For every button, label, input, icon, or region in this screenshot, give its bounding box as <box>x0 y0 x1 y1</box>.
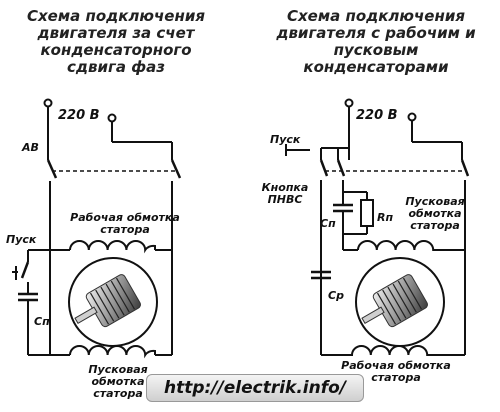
right-start-cap-label: Сп <box>320 217 336 230</box>
right-start-winding-label: Пусковая обмотка статора <box>405 195 465 232</box>
right-start-label: Пуск <box>270 133 301 146</box>
right-diagram <box>285 98 470 356</box>
right-voltage-label: 220 В <box>356 108 398 123</box>
left-start-winding-label: Пусковая обмотка статора <box>88 363 148 400</box>
breaker-switch <box>46 142 182 186</box>
right-title: Схема подключения двигателя с рабочим и … <box>276 7 476 76</box>
left-diagram <box>12 98 182 359</box>
resistor-label: Rп <box>377 211 394 224</box>
site-url-banner[interactable]: http://electrik.info/ <box>146 374 364 402</box>
start-button-right <box>285 144 349 192</box>
work-capacitor-right <box>311 250 331 280</box>
start-button-left <box>12 249 50 294</box>
work-winding-coil-right <box>321 345 465 356</box>
start-winding-coil-left <box>69 345 156 359</box>
left-cap-label: Сп <box>34 315 50 328</box>
motor-left <box>68 257 158 347</box>
motor-right <box>355 257 445 347</box>
left-voltage-label: 220 В <box>58 108 100 123</box>
left-work-winding-label: Рабочая обмотка статора <box>70 211 180 236</box>
start-capacitor-left <box>18 292 50 356</box>
left-start-label: Пуск <box>6 233 37 246</box>
start-winding-coil-right <box>357 240 465 251</box>
supply-terminals-right <box>344 98 463 160</box>
right-work-cap-label: Ср <box>328 289 344 302</box>
button-label: Кнопка ПНВС <box>261 181 309 206</box>
left-title: Схема подключения двигателя за счет конд… <box>27 7 205 76</box>
work-winding-coil-left <box>69 240 156 254</box>
supply-terminals-left <box>43 98 173 160</box>
start-capacitor-resistor <box>333 191 374 251</box>
right-work-winding-label: Рабочая обмотка статора <box>341 359 451 384</box>
breaker-label: АВ <box>22 141 39 154</box>
